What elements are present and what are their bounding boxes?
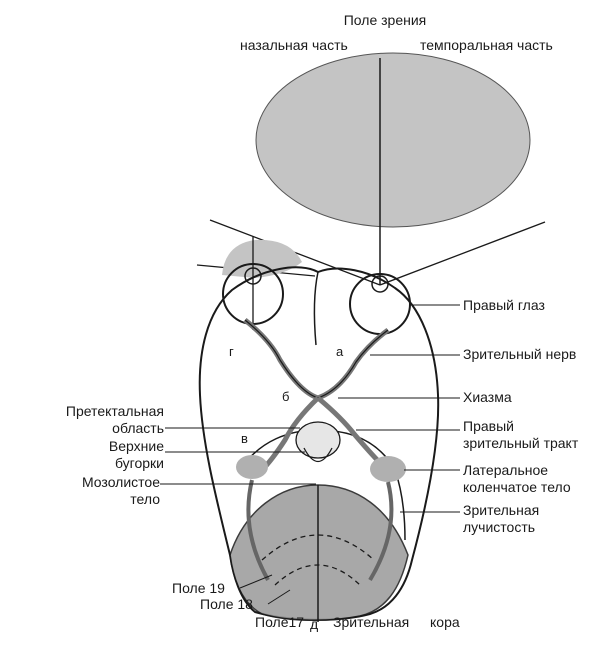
pretectal-label-2: область [112,420,164,436]
corpus-callosum-fibers [261,534,375,561]
right-eye-lens [371,275,389,293]
lgn-label-2: коленчатое тело [463,479,571,495]
right-eye-label: Правый глаз [463,297,545,313]
visual-field-title: Поле зрения [343,12,427,28]
sight-line-right-outer [379,221,546,286]
pointer-field18 [267,589,291,605]
left-optic-radiation [246,479,270,581]
nasal-part-label: назальная часть [240,37,348,53]
temporal-part-label: темпоральная часть [420,37,553,53]
superior-label-1: Верхние [108,438,164,454]
field-17-label: Поле17 [255,614,305,630]
letter-d-label: д [310,616,319,632]
field-19-label: Поле 19 [172,580,225,596]
left-optic-tract [260,396,320,472]
longitudinal-fissure [313,271,319,346]
pretectal-label-1: Претектальная [65,403,164,419]
visual-cortex-label-2: кора [430,614,460,630]
optic-nerve-label: Зрительный нерв [463,346,577,362]
left-optic-nerve-line [244,319,319,399]
visual-field-ellipse [255,52,531,228]
field-18-label: Поле 18 [200,596,253,612]
left-optic-nerve [243,318,319,401]
right-optic-radiation [368,481,394,582]
right-optic-nerve [317,328,390,401]
left-eye-lens [244,267,262,285]
right-optic-nerve-line [317,329,389,399]
left-lgn [236,455,268,479]
superior-colliculi [303,447,333,463]
letter-g-label: г [229,344,234,359]
right-tract-label-2: зрительный тракт [463,435,579,451]
right-tract-label-1: Правый [463,418,514,434]
letter-v-label: в [241,431,248,446]
pointer-field19 [239,574,273,589]
letter-b-label: б [282,389,290,404]
corpus-label-1: Мозолистое [81,474,160,490]
left-eye-field [222,239,302,278]
pretectal-area [295,421,341,459]
lgn-label-1: Латеральное [463,462,549,478]
chiasm-label: Хиазма [463,389,512,405]
right-lgn [370,456,406,482]
superior-label-2: бугорки [114,455,164,471]
letter-a-label: а [336,344,344,359]
corpus-label-2: тело [130,491,160,507]
corpus-callosum-fibers-2 [274,564,361,586]
visual-cortex-region [229,484,409,621]
radiation-label-1: Зрительная [463,502,540,518]
radiation-label-2: лучистость [463,519,536,535]
visual-cortex-label-1: Зрительная [333,614,410,630]
